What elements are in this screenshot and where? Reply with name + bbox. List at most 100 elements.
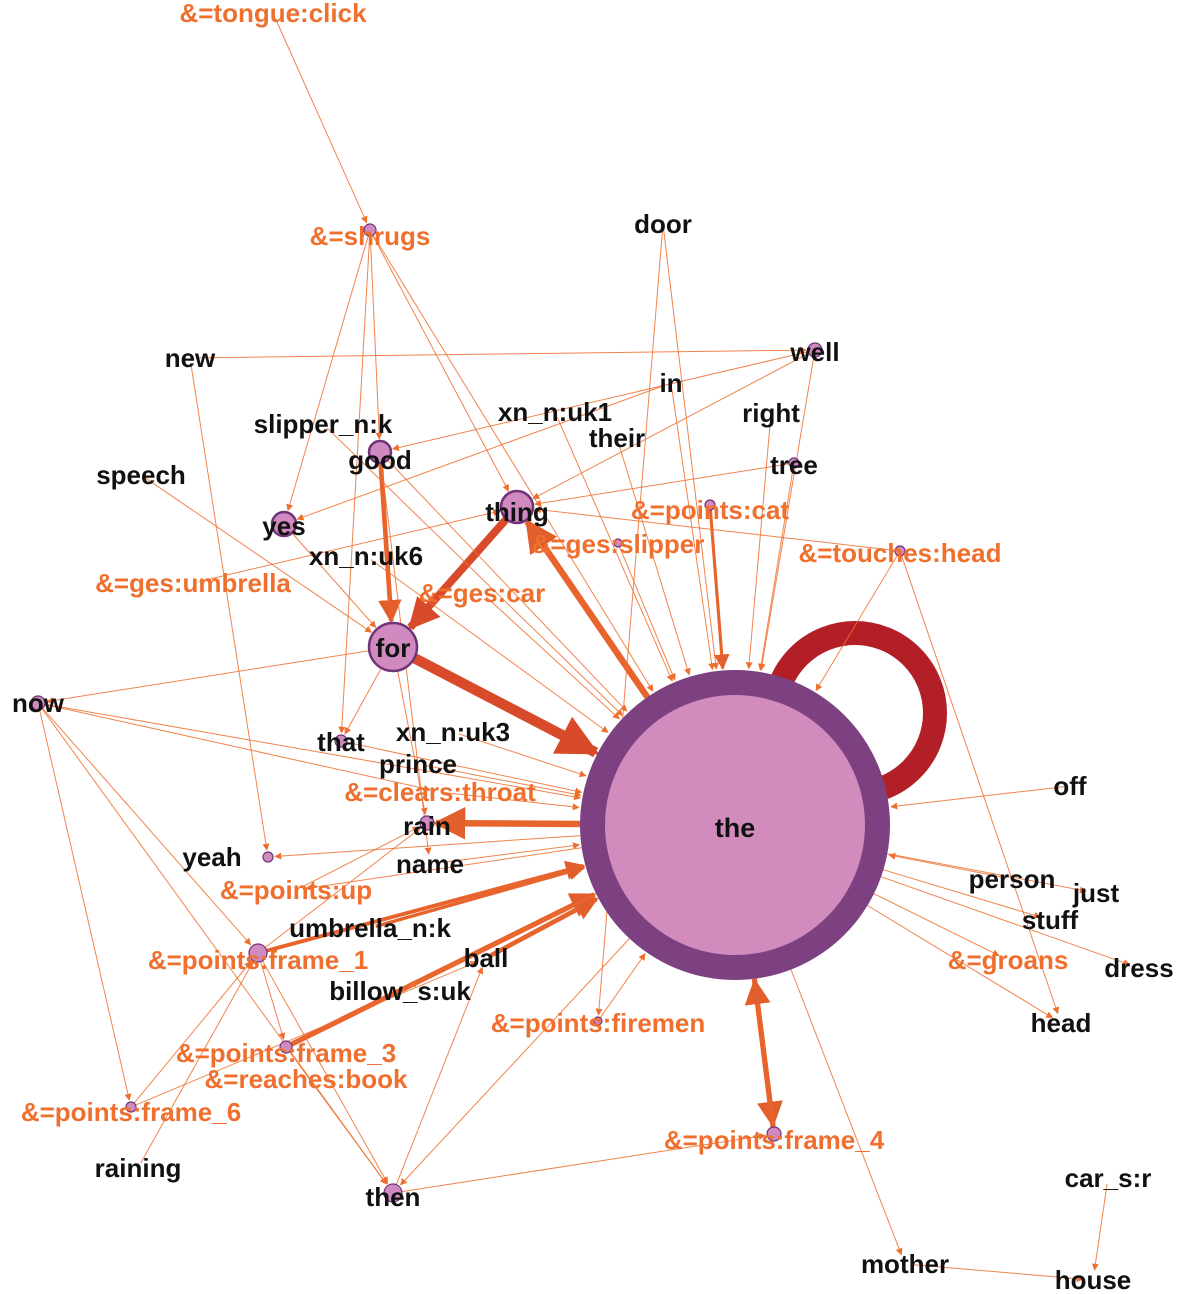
edge-shrugs-to-that bbox=[338, 235, 371, 734]
edge-person-to-the bbox=[888, 852, 1007, 879]
edge-good-to-for bbox=[378, 462, 402, 624]
edge-then-to-points_frame_4 bbox=[401, 1132, 766, 1193]
edge-that-to-the bbox=[346, 741, 583, 795]
node-points_frame_3 bbox=[279, 1040, 293, 1054]
edge-shrugs-to-thing bbox=[372, 235, 510, 492]
node-rain bbox=[419, 815, 435, 831]
node-label-for: for bbox=[376, 633, 411, 663]
node-label-xn_n_uk1: xn_n:uk1 bbox=[498, 397, 612, 427]
edge-well-to-good bbox=[392, 351, 809, 451]
node-label-raining: raining bbox=[95, 1153, 182, 1183]
node-label-off: off bbox=[1053, 771, 1087, 801]
node-label-touches_head: &=touches:head bbox=[799, 538, 1002, 568]
edge-in-to-yes bbox=[296, 384, 666, 521]
node-points_frame_4 bbox=[766, 1126, 782, 1142]
edge-name-to-the bbox=[435, 842, 580, 864]
edge-then-to-ball bbox=[395, 966, 484, 1185]
edge-the-to-then bbox=[400, 938, 630, 1186]
node-label-reaches_book: &=reaches:book bbox=[204, 1064, 408, 1094]
edge-car_s_r-to-house bbox=[1091, 1183, 1108, 1271]
edge-raining-to-points_frame_1 bbox=[140, 961, 254, 1164]
node-ges_slipper bbox=[613, 538, 623, 548]
node-yeah bbox=[262, 851, 274, 863]
node-label-yes: yes bbox=[262, 511, 305, 541]
node-label-head: head bbox=[1031, 1008, 1092, 1038]
edge-shrugs-to-the bbox=[372, 234, 654, 692]
edge-clears_throat-to-the bbox=[445, 792, 580, 811]
edge-points_frame_1-to-the bbox=[266, 860, 586, 953]
edge-prince-to-the bbox=[423, 764, 582, 798]
node-label-rain: rain bbox=[403, 811, 451, 841]
labels-layer: theforthinggoodyesnowthenrainthatwelltre… bbox=[12, 0, 1174, 1294]
edge-their-to-the bbox=[618, 443, 691, 676]
node-good bbox=[367, 439, 393, 465]
node-label-points_frame_6: &=points:frame_6 bbox=[21, 1097, 241, 1127]
edge-speech-to-for bbox=[145, 477, 373, 633]
edge-the-to-thing bbox=[524, 519, 651, 700]
node-tree bbox=[788, 457, 800, 469]
edge-points_frame_1-to-then bbox=[261, 960, 389, 1185]
node-label-tongue_click: &=tongue:click bbox=[179, 0, 367, 28]
edge-xn_n_uk3-to-the bbox=[458, 733, 587, 778]
node-label-their: their bbox=[589, 423, 645, 453]
edge-new-to-well bbox=[195, 346, 807, 359]
edge-the-to-billow_s_uk bbox=[408, 893, 597, 988]
edge-touches_head-to-the bbox=[815, 555, 898, 692]
edge-points_frame_3-to-then bbox=[289, 1051, 387, 1185]
edge-points_frame_6-to-ball bbox=[135, 961, 478, 1106]
edge-well-to-thing bbox=[532, 352, 810, 500]
edge-umbrella_n_k-to-the bbox=[375, 863, 586, 929]
edge-the-to-rain bbox=[432, 807, 581, 840]
edge-points_cat-to-the bbox=[708, 509, 730, 671]
edge-for-to-that bbox=[344, 667, 382, 735]
node-now bbox=[30, 695, 46, 711]
edge-door-to-the bbox=[663, 229, 720, 670]
edge-slipper_n_k-to-the bbox=[326, 427, 624, 716]
edge-yes-to-for bbox=[291, 532, 377, 629]
edge-off-to-the bbox=[890, 786, 1065, 810]
node-label-xn_n_uk6: xn_n:uk6 bbox=[309, 541, 423, 571]
edge-now-to-clears_throat bbox=[44, 704, 431, 792]
node-points_firemen bbox=[593, 1016, 603, 1026]
edge-the-to-mother bbox=[790, 969, 903, 1256]
edge-the-to-points_up bbox=[305, 847, 582, 892]
edge-tongue_click-to-shrugs bbox=[274, 18, 368, 224]
node-yes bbox=[270, 510, 298, 538]
node-label-speech: speech bbox=[96, 460, 186, 490]
edge-shrugs-to-yes bbox=[286, 235, 369, 512]
edge-now-to-the bbox=[44, 703, 582, 801]
edge-points_frame_1-to-rain bbox=[264, 828, 421, 948]
node-well bbox=[807, 342, 823, 358]
edges-layer bbox=[39, 18, 1131, 1283]
node-label-points_frame_3: &=points:frame_3 bbox=[176, 1038, 396, 1068]
node-label-ges_car: &=ges:car bbox=[419, 578, 545, 608]
edge-xn_n_uk6-to-the bbox=[370, 559, 609, 733]
edge-well-to-the bbox=[758, 356, 815, 671]
edge-now-to-points_frame_1 bbox=[42, 707, 252, 946]
edge-the-to-stuff bbox=[883, 869, 1042, 919]
edge-xn_n_uk1-to-the bbox=[556, 417, 673, 682]
node-label-then: then bbox=[366, 1182, 421, 1212]
nodes-layer bbox=[30, 223, 906, 1203]
node-points_frame_1 bbox=[248, 943, 268, 963]
node-label-yeah: yeah bbox=[182, 842, 241, 872]
edge-shrugs-to-good bbox=[369, 235, 383, 440]
edge-the-to-dress bbox=[880, 876, 1131, 966]
edge-tree-to-thing bbox=[534, 463, 790, 507]
edge-ges_umbrella-to-thing bbox=[198, 509, 501, 583]
node-label-well: well bbox=[789, 337, 839, 367]
node-label-now: now bbox=[12, 688, 65, 718]
node-label-person: person bbox=[969, 864, 1056, 894]
node-label-the: the bbox=[715, 813, 756, 843]
node-label-ges_umbrella: &=ges:umbrella bbox=[95, 568, 291, 598]
node-points_frame_6 bbox=[125, 1101, 137, 1113]
edge-now-to-points_frame_6 bbox=[39, 709, 132, 1101]
node-label-that: that bbox=[317, 727, 365, 757]
node-label-umbrella_n_k: umbrella_n:k bbox=[289, 913, 451, 943]
edge-points_firemen-to-the bbox=[599, 953, 646, 1018]
node-label-right: right bbox=[742, 398, 800, 428]
node-label-points_up: &=points:up bbox=[220, 875, 372, 905]
edge-the-to-groans bbox=[873, 893, 1000, 957]
